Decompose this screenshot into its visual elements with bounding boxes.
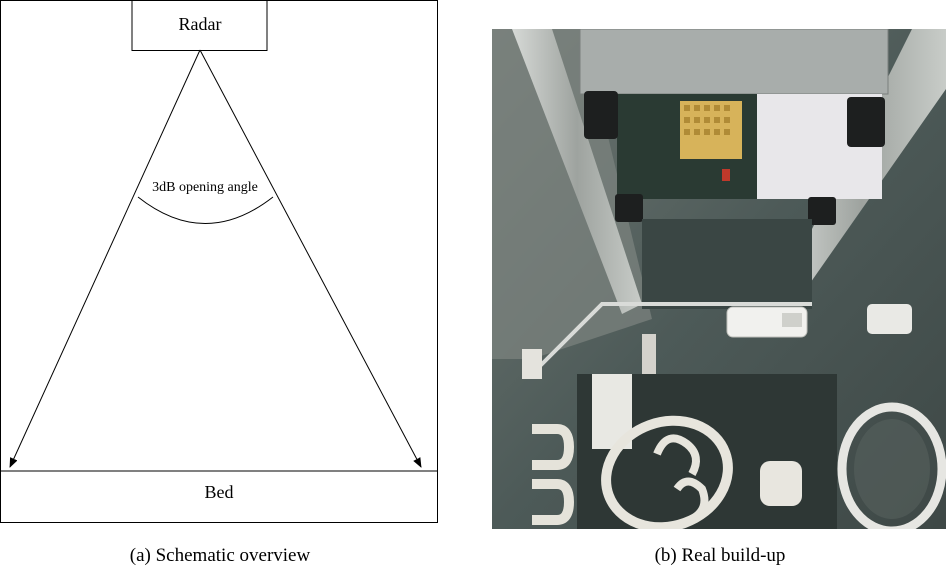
antenna-array	[680, 101, 742, 159]
beam-left-edge	[9, 49, 201, 468]
schematic-frame	[0, 0, 438, 523]
opening-angle-label: 3dB opening angle	[152, 180, 258, 195]
radar-label: Radar	[179, 14, 222, 34]
radar-mount-plate	[579, 29, 889, 95]
radar-box	[131, 0, 268, 51]
bed-label: Bed	[205, 482, 234, 502]
real-build-up-photo	[492, 29, 946, 529]
left-rail	[512, 29, 642, 314]
incubator-port-ring	[837, 402, 946, 529]
schematic-overview-diagram: Radar 3dB opening angle Bed	[0, 0, 440, 528]
incubator-hood-oval	[601, 415, 733, 529]
beam-right-edge	[199, 49, 422, 468]
opening-angle-arc	[137, 196, 274, 224]
caption-schematic-overview: (a) Schematic overview	[129, 545, 311, 566]
caption-real-build-up: (b) Real build-up	[654, 545, 786, 566]
